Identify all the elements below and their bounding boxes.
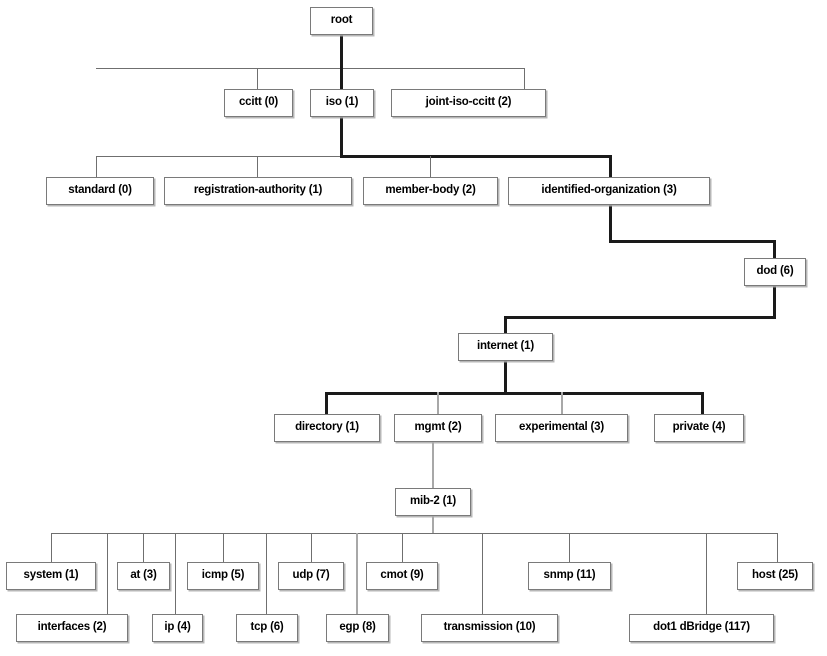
- node-internet[interactable]: internet (1): [458, 333, 553, 361]
- edge-mib2-to-cmot: [402, 533, 403, 562]
- edge-dod-stem: [773, 286, 776, 319]
- node-icmp[interactable]: icmp (5): [187, 562, 259, 590]
- edge-iso-to-standard: [96, 156, 97, 177]
- edge-iso-to-member-body: [430, 156, 431, 177]
- edge-root-to-iso: [340, 68, 343, 89]
- node-tcp[interactable]: tcp (6): [236, 614, 298, 642]
- edge-internet-to-private: [701, 392, 704, 414]
- node-host[interactable]: host (25): [737, 562, 813, 590]
- edge-iso-stem: [340, 117, 343, 157]
- edge-internet-to-mgmt: [437, 392, 439, 414]
- edge-dod-bar: [504, 316, 776, 319]
- edge-root-to-ccitt: [257, 68, 258, 89]
- node-cmot[interactable]: cmot (9): [366, 562, 438, 590]
- edge-root-to-joint: [524, 68, 525, 89]
- edge-mib2-to-egp: [356, 533, 358, 614]
- node-ip[interactable]: ip (4): [152, 614, 203, 642]
- edge-dod-to-internet: [504, 316, 507, 333]
- edge-mib2-to-udp: [311, 533, 312, 562]
- edge-internet-to-experimental: [561, 392, 563, 414]
- edge-mib2-to-icmp: [223, 533, 224, 562]
- edge-internet-bar: [325, 392, 704, 395]
- node-directory[interactable]: directory (1): [274, 414, 380, 442]
- edge-iso-bar-right: [340, 155, 612, 158]
- edge-mib2-to-ip: [175, 533, 176, 614]
- node-ccitt[interactable]: ccitt (0): [224, 89, 293, 117]
- edge-iso-bar-left: [96, 156, 342, 157]
- node-registration-authority[interactable]: registration-authority (1): [164, 177, 352, 205]
- node-member-body[interactable]: member-body (2): [363, 177, 498, 205]
- edge-mib2-stem: [432, 516, 434, 534]
- node-standard[interactable]: standard (0): [46, 177, 154, 205]
- node-egp[interactable]: egp (8): [326, 614, 389, 642]
- edge-idorg-to-dod: [773, 240, 776, 258]
- node-at[interactable]: at (3): [117, 562, 170, 590]
- node-udp[interactable]: udp (7): [278, 562, 344, 590]
- node-system[interactable]: system (1): [6, 562, 96, 590]
- edge-mgmt-to-mib2: [432, 442, 434, 488]
- node-private[interactable]: private (4): [654, 414, 744, 442]
- node-transmission[interactable]: transmission (10): [421, 614, 558, 642]
- edge-mib2-to-tcp: [266, 533, 267, 614]
- edge-mib2-bar: [51, 533, 778, 534]
- node-joint-iso-ccitt[interactable]: joint-iso-ccitt (2): [391, 89, 546, 117]
- edge-mib2-to-dot1dbridge: [706, 533, 707, 614]
- edge-mib2-to-at: [143, 533, 144, 562]
- edge-idorg-stem: [609, 205, 612, 243]
- edge-idorg-bar: [609, 240, 776, 243]
- node-interfaces[interactable]: interfaces (2): [16, 614, 128, 642]
- node-experimental[interactable]: experimental (3): [495, 414, 628, 442]
- edge-mib2-to-transmission: [482, 533, 483, 614]
- node-snmp[interactable]: snmp (11): [528, 562, 611, 590]
- node-identified-organization[interactable]: identified-organization (3): [508, 177, 710, 205]
- edge-mib2-to-system: [51, 533, 52, 562]
- edge-iso-to-identified-organization: [609, 155, 612, 177]
- node-mib-2[interactable]: mib-2 (1): [395, 488, 471, 516]
- edge-mib2-to-interfaces: [107, 533, 108, 614]
- edge-iso-to-registration-authority: [257, 156, 258, 177]
- node-iso[interactable]: iso (1): [310, 89, 374, 117]
- node-dot1-dbridge[interactable]: dot1 dBridge (117): [629, 614, 774, 642]
- edge-root-bar: [96, 68, 525, 69]
- edge-internet-to-directory: [325, 392, 328, 414]
- edge-mib2-to-host: [777, 533, 778, 562]
- node-root[interactable]: root: [310, 7, 373, 35]
- edge-internet-stem: [504, 361, 507, 394]
- edge-mib2-to-snmp: [569, 533, 570, 562]
- edge-root-stem: [340, 35, 343, 69]
- node-mgmt[interactable]: mgmt (2): [394, 414, 482, 442]
- node-dod[interactable]: dod (6): [744, 258, 806, 286]
